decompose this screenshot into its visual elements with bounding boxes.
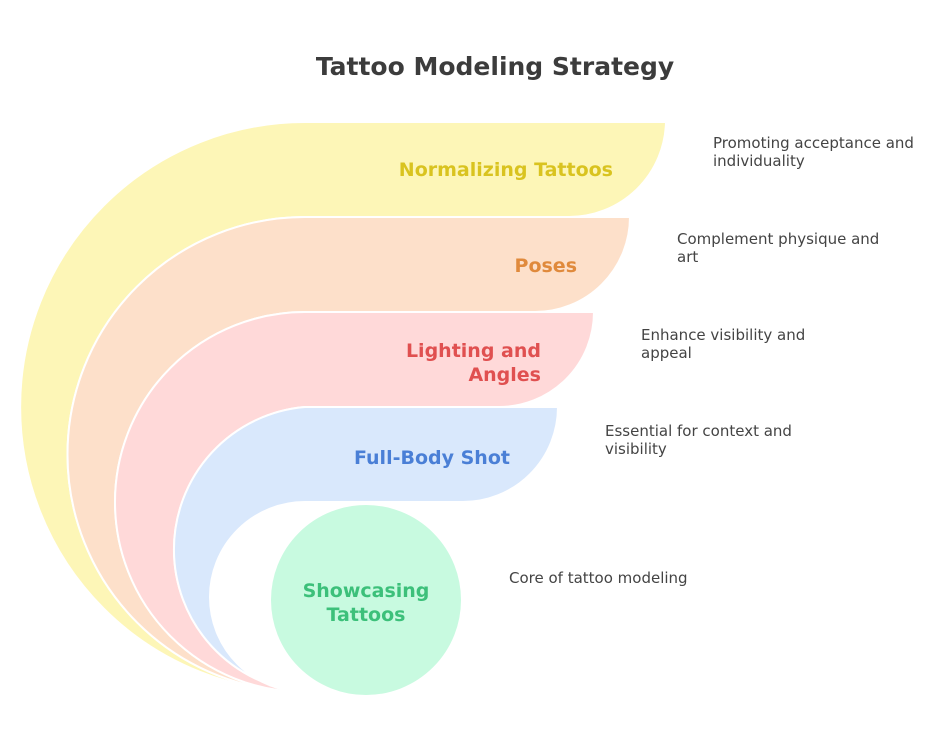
layer-shape-showcasing-tattoos <box>269 503 463 697</box>
layer-description-showcasing-tattoos: Core of tattoo modeling <box>509 569 688 587</box>
layer-description-normalizing-tattoos: Promoting acceptance and individuality <box>713 134 914 170</box>
layer-label-showcasing-tattoos: Showcasing Tattoos <box>302 580 430 626</box>
layer-description-lighting-and-angles: Enhance visibility and appeal <box>641 326 806 362</box>
diagram-title: Tattoo Modeling Strategy <box>315 52 675 81</box>
layer-label-lighting-and-angles: Lighting and Angles <box>405 340 541 386</box>
layer-description-full-body-shot: Essential for context and visibility <box>605 422 792 458</box>
layer-description-poses: Complement physique and art <box>677 230 880 266</box>
layer-label-normalizing-tattoos: Normalizing Tattoos <box>398 159 613 181</box>
layer-shape-full-body-shot <box>173 406 560 693</box>
layer-label-poses: Poses <box>514 255 577 277</box>
layer-label-full-body-shot: Full-Body Shot <box>354 447 510 469</box>
